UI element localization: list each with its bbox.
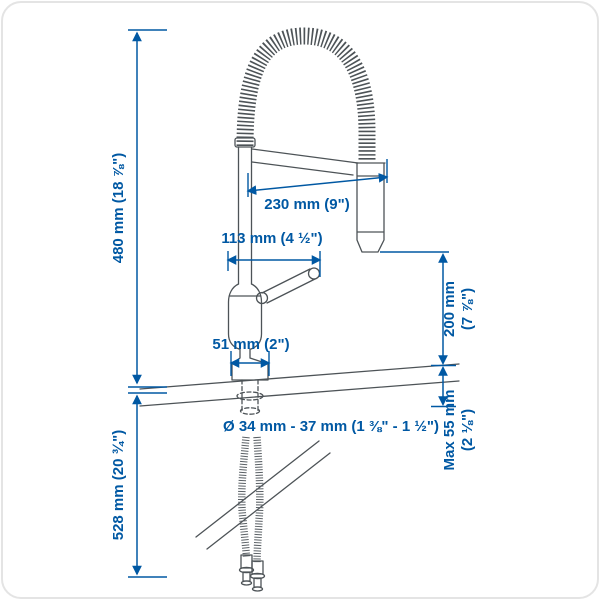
dim-below-counter-label: 528 mm (20 ¾") bbox=[110, 430, 127, 541]
dim-spray-clearance-label-line2: (7 ⅞") bbox=[459, 288, 476, 330]
dim-base-width-label: 51 mm (2") bbox=[212, 336, 289, 353]
riser-pipe bbox=[234, 137, 256, 285]
dim-line-spout-reach bbox=[246, 172, 389, 196]
dim-spray-clearance-label-line1: 200 mm bbox=[441, 281, 458, 337]
dim-total-height-label: 480 mm (18 ⅞") bbox=[110, 153, 127, 264]
spout-arm bbox=[251, 148, 359, 176]
dim-deck-thickness-label-line2: (2 ⅛") bbox=[459, 409, 476, 451]
dim-spout-reach-label: 230 mm (9") bbox=[264, 196, 349, 213]
faucet-artwork bbox=[139, 27, 460, 592]
lever-handle bbox=[255, 267, 321, 305]
hose-connectors bbox=[238, 554, 266, 592]
dimension-lines bbox=[128, 29, 456, 578]
dim-deck-thickness-label-line1: Max 55 mm bbox=[441, 390, 458, 471]
dim-hole-diameter-label: Ø 34 mm - 37 mm (1 ⅜" - 1 ½") bbox=[223, 418, 439, 435]
cabinet-edge-lines bbox=[195, 440, 331, 550]
dimension-labels: 480 mm (18 ⅞") 528 mm (20 ¾") 230 mm (9"… bbox=[110, 153, 476, 541]
mixer-body bbox=[227, 283, 269, 381]
countertop-lines bbox=[139, 363, 460, 407]
deck-shank-dashed bbox=[236, 379, 264, 415]
dim-handle-width-label: 113 mm (4 ½") bbox=[221, 230, 322, 247]
spring-hose bbox=[236, 27, 376, 161]
spray-head bbox=[355, 162, 386, 253]
supply-hoses bbox=[238, 436, 264, 564]
